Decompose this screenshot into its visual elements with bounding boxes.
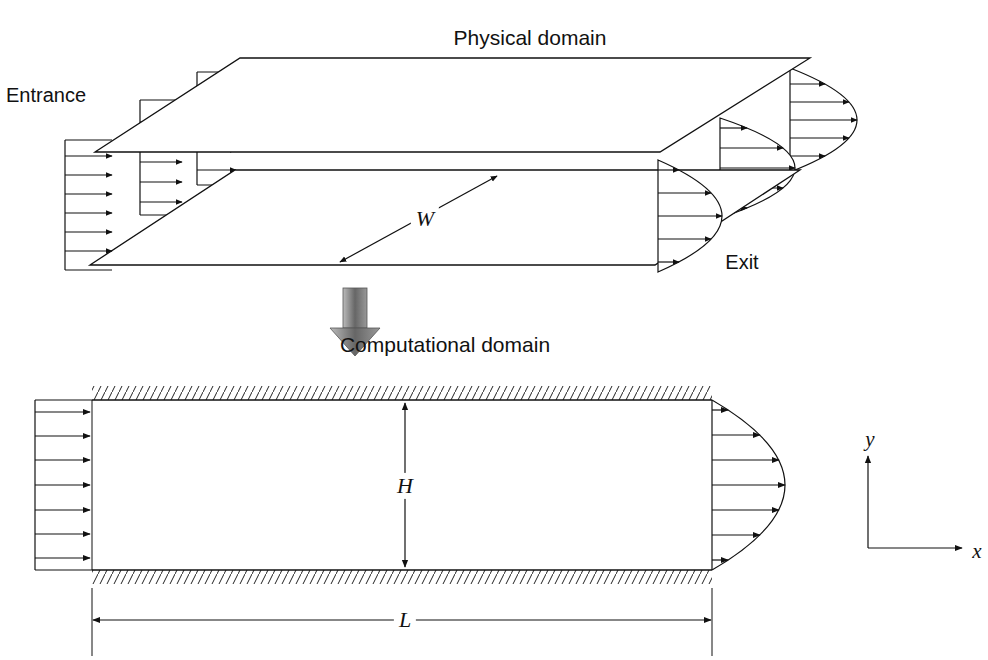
- velocity-arrow: [65, 250, 112, 251]
- inlet-profile: [65, 140, 112, 270]
- inlet-profile: [35, 400, 92, 570]
- velocity-arrow: [35, 484, 90, 485]
- velocity-arrow: [35, 435, 90, 436]
- velocity-arrow: [658, 215, 722, 216]
- velocity-arrow: [65, 193, 112, 194]
- boundary-label: Entrance: [6, 84, 86, 106]
- inlet-boundary: [92, 400, 93, 570]
- profile-line: [35, 399, 92, 400]
- velocity-arrow: [790, 83, 825, 84]
- axis-label: x: [972, 540, 981, 563]
- domain-title: Physical domain: [454, 26, 607, 49]
- x-axis: [868, 547, 962, 548]
- domain-title: Computational domain: [340, 333, 550, 356]
- velocity-arrow: [35, 509, 90, 510]
- wall-hatching: [92, 386, 712, 400]
- width-dimension: [340, 176, 497, 262]
- velocity-arrow: [658, 169, 679, 170]
- wall-hatching: [92, 570, 712, 584]
- profile-line: [35, 569, 92, 570]
- velocity-arrow: [65, 155, 112, 156]
- velocity-arrow: [712, 434, 760, 435]
- velocity-arrow: [712, 559, 728, 560]
- outlet-profile: [790, 68, 857, 172]
- outlet-profile: [658, 160, 722, 272]
- velocity-arrow: [658, 192, 711, 193]
- velocity-arrow: [65, 231, 112, 232]
- velocity-arrow: [712, 484, 785, 485]
- parabolic-profile: [712, 400, 785, 570]
- velocity-arrow: [35, 533, 90, 534]
- velocity-arrow: [790, 137, 849, 138]
- bottom-wall: [92, 569, 712, 570]
- velocity-arrow: [720, 147, 783, 148]
- velocity-arrow: [35, 557, 90, 558]
- velocity-arrow: [790, 119, 857, 120]
- outlet-profile: [712, 400, 785, 570]
- velocity-arrow: [65, 212, 112, 213]
- velocity-arrow: [790, 101, 849, 102]
- parabolic-profile: [658, 160, 722, 272]
- profile-line: [65, 139, 112, 140]
- velocity-arrow: [658, 238, 711, 239]
- axis-label: y: [865, 428, 874, 451]
- dimension-label: H: [392, 473, 418, 499]
- velocity-arrow: [140, 161, 182, 162]
- extension-line: [92, 588, 93, 656]
- profile-line: [139, 100, 140, 215]
- top-plate: [95, 58, 810, 152]
- dimension-label: L: [394, 607, 416, 633]
- velocity-arrow: [712, 509, 779, 510]
- velocity-arrow: [720, 167, 795, 168]
- boundary-label: Exit: [725, 251, 758, 273]
- y-axis: [867, 456, 868, 548]
- velocity-arrow: [658, 261, 679, 262]
- velocity-arrow: [712, 409, 728, 410]
- velocity-arrow: [790, 155, 825, 156]
- top-wall: [92, 399, 712, 400]
- velocity-arrow: [197, 169, 236, 170]
- velocity-arrow: [35, 459, 90, 460]
- arrow-shaft: [343, 288, 367, 328]
- velocity-arrow: [35, 411, 90, 412]
- velocity-arrow: [712, 534, 760, 535]
- profile-line: [65, 269, 112, 270]
- velocity-arrow: [65, 174, 112, 175]
- velocity-arrow: [140, 181, 182, 182]
- dimension-label: W: [411, 206, 439, 232]
- velocity-arrow: [712, 459, 779, 460]
- extension-line: [712, 588, 713, 656]
- velocity-arrow: [720, 127, 747, 128]
- parabolic-profile: [790, 68, 857, 172]
- velocity-arrow: [140, 201, 182, 202]
